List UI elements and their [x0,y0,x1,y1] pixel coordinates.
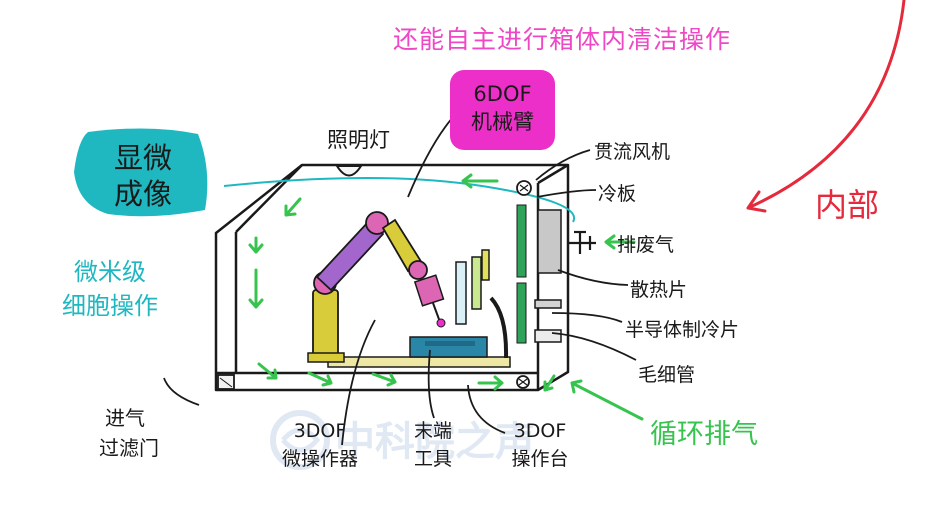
cold-plate-rail-bottom [516,282,527,344]
circulation-exhaust-label: 循环排气 [650,419,758,450]
imaging-flow-line [223,177,576,223]
micro-cell-ops-line2: 细胞操作 [62,292,158,320]
airflow-arrows [248,173,644,421]
micro-manipulator-line1: 3DOF [293,420,347,442]
capillary-tubes [455,249,509,359]
equipment-panel [516,180,562,389]
inner-label: 内部 [815,186,880,224]
stage-3dof-line2: 操作台 [511,448,569,470]
watermark-logo [270,410,330,470]
capillary-block [534,329,562,343]
leader-lines [163,97,637,446]
microscopic-imaging-callout [74,128,208,217]
micro-manipulator-line2: 微操作器 [281,448,358,470]
stage-3dof-label: 3DOF 操作台 [500,417,580,473]
end-tool-line2: 工具 [413,448,452,470]
top-note: 还能自主进行箱体内清洁操作 [393,25,732,54]
microscopic-imaging-line2: 成像 [113,177,172,211]
arm-6dof-callout [450,70,555,150]
micro-cell-ops-label: 微米级 细胞操作 [62,255,158,323]
heat-fins-label: 散热片 [630,279,688,301]
stage-base-plate [327,356,511,368]
cold-plate-rail-top [516,204,527,278]
arm-6dof-label: 6DOF 机械臂 [455,80,550,136]
exhaust-label: 排废气 [617,234,675,256]
cold-plate-label: 冷板 [598,183,637,205]
inner-arrow [746,0,906,213]
arm-6dof-label-line2: 机械臂 [471,110,534,134]
semiconductor-cooler-block [534,299,562,309]
micro-manipulator-label: 3DOF 微操作器 [265,417,375,473]
arm-6dof-label-line1: 6DOF [473,82,532,106]
intake-filter-label: 进气 过滤门 [99,403,159,463]
semiconductor-cooler-label: 半导体制冷片 [625,319,740,341]
cabinet [214,163,570,392]
lighting-label: 照明灯 [327,128,390,152]
stage-3dof [409,336,488,358]
lighting-lamp [335,165,363,177]
capillary-label: 毛细管 [638,364,696,386]
heat-fins-block [537,209,562,274]
intake-filter-line1: 进气 [105,406,145,430]
watermark-text: 中科院之声 [335,419,535,465]
intake-filter-line2: 过滤门 [99,436,159,460]
robotic-arm-6dof [307,211,446,363]
microscopic-imaging-label: 显微 成像 [88,140,198,212]
microscopic-imaging-line1: 显微 [113,141,172,175]
stage-3dof-line1: 3DOF [513,420,567,442]
exhaust-valve-icon [568,230,596,254]
end-tool-line1: 末端 [413,420,452,442]
cross-flow-fan-label: 贯流风机 [594,141,671,163]
end-tool-label: 末端 工具 [408,417,458,473]
micro-cell-ops-line1: 微米级 [74,258,146,286]
